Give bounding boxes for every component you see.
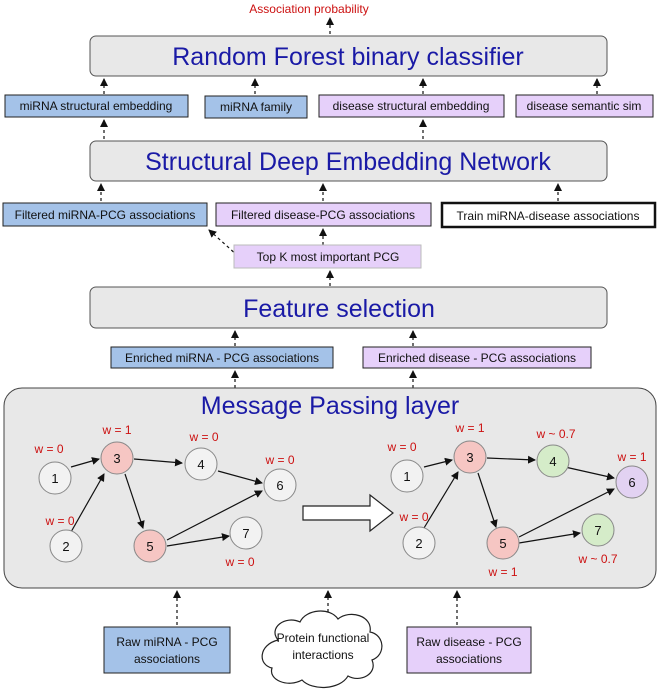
train-assoc-box bbox=[440, 201, 657, 229]
raw-disease-line2: associations bbox=[436, 652, 502, 666]
filtered-mirna-box bbox=[2, 202, 208, 227]
rf-title: Random Forest binary classifier bbox=[172, 43, 524, 71]
left-node-1 bbox=[38, 461, 72, 495]
right-node-6 bbox=[615, 465, 649, 499]
right-weight-6: w = 1 bbox=[616, 450, 646, 464]
raw-mirna-box bbox=[103, 626, 231, 674]
left-node-5-label: 5 bbox=[146, 539, 153, 554]
left-weight-6: w = 0 bbox=[264, 453, 294, 467]
arrow-topk-mirna bbox=[208, 229, 239, 257]
right-weight-3: w = 1 bbox=[454, 421, 484, 435]
enriched-mirna-label: Enriched miRNA - PCG associations bbox=[125, 351, 319, 365]
disease-sem-box bbox=[515, 94, 654, 118]
right-edge-4-6 bbox=[564, 466, 615, 481]
filtered-disease-box bbox=[215, 202, 432, 227]
left-node-7 bbox=[229, 516, 263, 550]
left-edge-2-3 bbox=[70, 473, 105, 533]
left-graph-nodes: 1 2 3 4 5 6 7 bbox=[38, 441, 297, 563]
left-node-6 bbox=[263, 468, 297, 502]
right-node-7-label: 7 bbox=[594, 523, 601, 538]
left-weight-1: w = 0 bbox=[33, 442, 63, 456]
mirna-struct-label: miRNA structural embedding bbox=[20, 99, 173, 113]
right-node-4 bbox=[536, 444, 570, 478]
right-node-3 bbox=[453, 440, 487, 474]
left-node-4-label: 4 bbox=[197, 457, 204, 472]
right-weight-5: w = 1 bbox=[487, 565, 517, 579]
right-node-5-label: 5 bbox=[499, 536, 506, 551]
right-edge-1-3 bbox=[423, 457, 453, 468]
left-edge-5-7 bbox=[166, 533, 230, 547]
right-node-2 bbox=[402, 526, 436, 560]
right-weight-2: w = 0 bbox=[398, 510, 428, 524]
disease-struct-box bbox=[318, 94, 505, 118]
train-assoc-label: Train miRNA-disease associations bbox=[457, 209, 640, 223]
right-node-7 bbox=[581, 513, 615, 547]
left-graph-edges bbox=[70, 457, 263, 547]
rf-box bbox=[89, 35, 608, 77]
right-node-1 bbox=[390, 459, 424, 493]
left-node-1-label: 1 bbox=[51, 471, 58, 486]
left-edge-5-6 bbox=[166, 490, 263, 541]
left-node-3-label: 3 bbox=[113, 451, 120, 466]
disease-struct-label: disease structural embedding bbox=[333, 99, 490, 113]
left-node-7-label: 7 bbox=[242, 526, 249, 541]
right-edge-2-3 bbox=[423, 471, 459, 529]
left-node-3 bbox=[100, 441, 134, 475]
fs-title: Feature selection bbox=[243, 295, 435, 323]
right-node-6-label: 6 bbox=[628, 475, 635, 490]
left-node-4 bbox=[184, 447, 218, 481]
left-weight-4: w = 0 bbox=[188, 430, 218, 444]
left-node-6-label: 6 bbox=[276, 478, 283, 493]
left-edge-1-3 bbox=[70, 457, 100, 468]
right-node-4-label: 4 bbox=[549, 454, 556, 469]
filtered-mirna-label: Filtered miRNA-PCG associations bbox=[15, 208, 196, 222]
topk-label: Top K most important PCG bbox=[257, 250, 400, 264]
right-node-5 bbox=[486, 526, 520, 560]
raw-mirna-line1: Raw miRNA - PCG bbox=[116, 635, 217, 649]
output-label: Association probability bbox=[249, 2, 368, 16]
mirna-family-box bbox=[204, 95, 308, 119]
right-graph-edges bbox=[423, 455, 615, 544]
left-node-2-label: 2 bbox=[62, 539, 69, 554]
left-node-2 bbox=[49, 529, 83, 563]
topk-box bbox=[233, 244, 422, 269]
sden-box bbox=[89, 140, 608, 182]
mp-title: Message Passing layer bbox=[201, 392, 459, 420]
right-graph-nodes: 1 2 3 4 5 6 7 bbox=[390, 440, 649, 560]
right-edge-5-6 bbox=[518, 488, 615, 538]
right-node-3-label: 3 bbox=[466, 450, 473, 465]
disease-sem-label: disease semantic sim bbox=[527, 99, 642, 113]
right-edge-5-7 bbox=[518, 530, 581, 544]
sden-title: Structural Deep Embedding Network bbox=[145, 148, 551, 176]
right-weight-1: w = 0 bbox=[386, 440, 416, 454]
mirna-struct-box bbox=[4, 94, 189, 118]
left-edge-4-6 bbox=[217, 470, 263, 486]
enriched-disease-label: Enriched disease - PCG associations bbox=[378, 351, 576, 365]
raw-mirna-line2: associations bbox=[134, 652, 200, 666]
right-weight-4: w ~ 0.7 bbox=[535, 427, 575, 441]
enriched-mirna-box bbox=[110, 346, 334, 369]
filtered-disease-label: Filtered disease-PCG associations bbox=[231, 208, 415, 222]
mirna-family-label: miRNA family bbox=[220, 100, 292, 114]
raw-disease-line1: Raw disease - PCG bbox=[416, 635, 521, 649]
left-weight-2: w = 0 bbox=[44, 514, 74, 528]
right-node-1-label: 1 bbox=[403, 469, 410, 484]
enriched-disease-box bbox=[362, 346, 592, 369]
left-node-5 bbox=[133, 529, 167, 563]
transform-arrow-icon bbox=[302, 493, 394, 533]
left-weight-3: w = 1 bbox=[101, 423, 131, 437]
left-edge-3-5 bbox=[124, 473, 145, 529]
feature-selection-box bbox=[89, 286, 608, 329]
ppi-line1: Protein functional bbox=[277, 631, 370, 645]
ppi-line2: interactions bbox=[292, 648, 353, 662]
left-edge-3-4 bbox=[133, 458, 183, 467]
right-node-2-label: 2 bbox=[415, 536, 422, 551]
right-weight-7: w ~ 0.7 bbox=[577, 552, 617, 566]
left-weight-7: w = 0 bbox=[224, 555, 254, 569]
raw-disease-box bbox=[406, 626, 532, 674]
right-edge-3-5 bbox=[477, 472, 498, 528]
right-edge-3-4 bbox=[486, 455, 536, 464]
cloud-icon bbox=[261, 610, 383, 688]
